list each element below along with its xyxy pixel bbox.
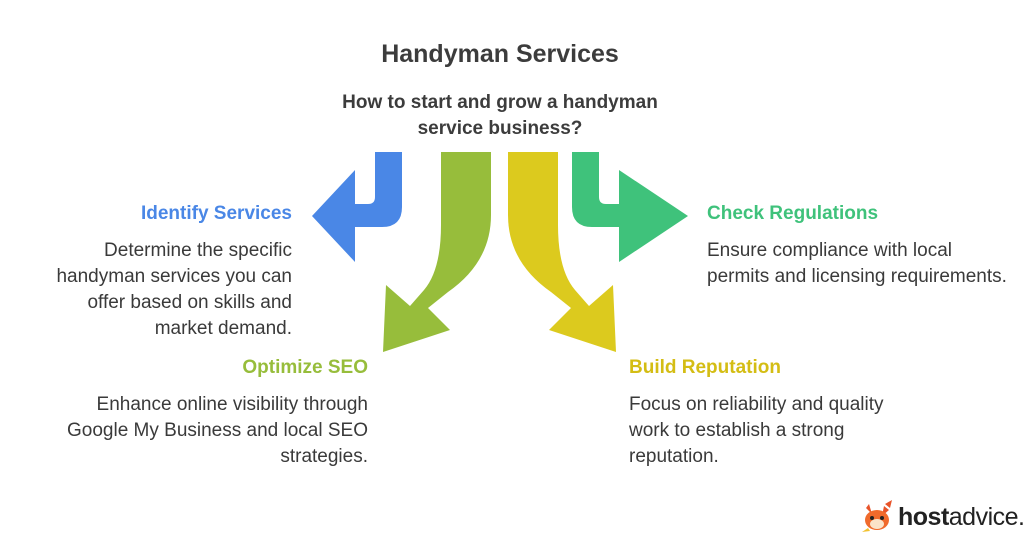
logo-text-bold: host [898,503,949,531]
arrow-build-reputation [508,152,616,352]
identify-services-heading: Identify Services [140,203,292,224]
fox-mascot-icon [862,500,892,532]
step-build-reputation: Build Reputation Focus on reliability an… [629,357,899,470]
optimize-seo-heading: Optimize SEO [242,357,368,378]
build-reputation-heading: Build Reputation [629,357,781,378]
hostadvice-logo: hostadvice. [858,498,1024,538]
identify-services-description: Determine the specific handyman services… [56,240,292,339]
step-identify-services: Identify Services Determine the specific… [40,203,292,342]
build-reputation-description: Focus on reliability and quality work to… [629,394,884,467]
arrow-check-regulations [572,152,688,262]
optimize-seo-description: Enhance online visibility through Google… [67,394,368,467]
arrow-optimize-seo [383,152,491,352]
page-title: Handyman Services [381,40,619,68]
check-regulations-heading: Check Regulations [707,203,879,224]
check-regulations-description: Ensure compliance with local permits and… [707,240,1007,287]
step-optimize-seo: Optimize SEO Enhance online visibility t… [60,357,368,470]
logo-text-regular: advice. [948,503,1024,531]
page-subtitle: How to start and grow a handyman service… [342,92,658,139]
step-check-regulations: Check Regulations Ensure compliance with… [707,203,1007,290]
arrow-identify-services [312,152,402,262]
